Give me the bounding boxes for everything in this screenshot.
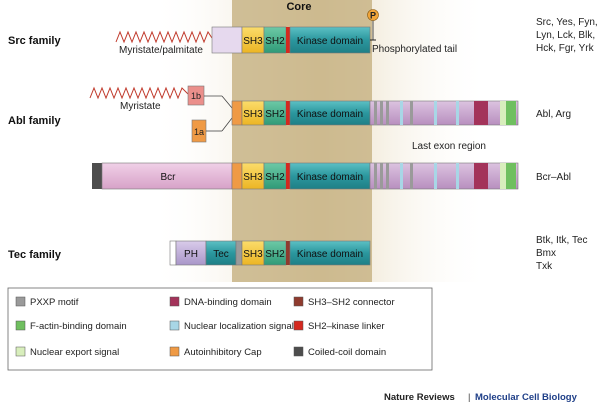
abl-kinase-label: Kinase domain [297, 109, 363, 120]
tec-sh2-kinase-linker [286, 241, 290, 265]
abl-sh2-label: SH2 [265, 109, 285, 120]
tec-homology-domain [205, 240, 237, 266]
legend-label-sh3-sh2-connector: SH3–SH2 connector [308, 297, 395, 308]
tec-domain-label: Tec [213, 249, 229, 260]
family-label-abl: Abl family [8, 115, 61, 127]
tec-sh3-label: SH3 [243, 249, 263, 260]
legend-swatch-nls [169, 320, 180, 331]
legend-swatch-cap [169, 346, 180, 357]
tec-pxxp-motif [235, 240, 243, 266]
abl-last-exon-region [369, 100, 519, 126]
src-sh3-label: SH3 [243, 36, 263, 47]
abl-sh3-label: SH3 [243, 109, 263, 120]
legend-swatch-sh3-sh2-connector [293, 296, 304, 307]
tec-members-2: Bmx [536, 248, 556, 259]
last-exon-region-label: Last exon region [412, 141, 486, 152]
src-members-3: Hck, Fgr, Yrk [536, 43, 595, 54]
src-lipid-label: Myristate/palmitate [119, 45, 203, 56]
ph-domain-label: PH [184, 249, 198, 260]
credit-subject: Molecular Cell Biology [475, 392, 578, 403]
src-kinase-domain [289, 26, 371, 54]
bcrabl-kinase-label: Kinase domain [297, 172, 363, 183]
src-members-2: Lyn, Lck, Blk, [536, 30, 595, 41]
src-kinase-label: Kinase domain [297, 36, 363, 47]
isoform-1b-label: 1b [191, 91, 201, 101]
src-members-1: Src, Yes, Fyn, [536, 17, 598, 28]
bcrabl-sh3-label: SH3 [243, 172, 263, 183]
legend-swatch-sh2-kinase-linker [293, 320, 304, 331]
bcrabl-sh2-kinase-linker [286, 163, 290, 189]
abl-isoform-1b-box [187, 85, 205, 106]
abl-sh2-kinase-linker [286, 101, 290, 125]
core-label: Core [286, 1, 311, 13]
family-label-tec: Tec family [8, 249, 62, 261]
phospho-symbol: P [370, 11, 376, 21]
bcrabl-sh2-label: SH2 [265, 172, 285, 183]
legend-swatch-dna-binding [169, 296, 180, 307]
tec-kinase-domain [289, 240, 371, 266]
legend-label-nes: Nuclear export signal [30, 347, 119, 358]
legend-label-nls: Nuclear localization signal [184, 321, 294, 332]
legend-swatch-nes [15, 346, 26, 357]
phospho-circle-icon [367, 9, 379, 21]
phosphorylated-tail-label: Phosphorylated tail [372, 44, 457, 55]
src-sh2-kinase-linker [286, 27, 290, 53]
bcrabl-cap-region [231, 162, 243, 190]
tec-kinase-label: Kinase domain [297, 249, 363, 260]
legend-items: PXXP motif DNA-binding domain SH3–SH2 co… [15, 296, 395, 358]
abl-members: Abl, Arg [536, 109, 571, 120]
legend-label-pxxp: PXXP motif [30, 297, 79, 308]
bcrabl-last-exon-region [369, 162, 519, 190]
tec-members-1: Btk, Itk, Tec [536, 235, 588, 246]
legend-label-coiled-coil: Coiled-coil domain [308, 347, 386, 358]
abl-tail-motifs [374, 101, 516, 125]
legend-label-sh2-kinase-linker: SH2–kinase linker [308, 321, 385, 332]
legend-swatch-coiled-coil [293, 346, 304, 357]
tec-sh2-label: SH2 [265, 249, 285, 260]
credit-journal: Nature Reviews [384, 392, 455, 403]
legend-label-cap: Autoinhibitory Cap [184, 347, 262, 358]
src-unique-region [211, 26, 243, 54]
bcrabl-tail-motifs [374, 163, 516, 189]
src-lipid-zigzag [115, 30, 213, 44]
bcr-coiled-coil-domain [92, 163, 102, 189]
credit-separator: | [468, 392, 471, 403]
tec-n-terminus [169, 240, 177, 266]
abl-lipid-label: Myristate [120, 101, 161, 112]
abl-cap-region [231, 100, 243, 126]
abl-lipid-zigzag [89, 86, 189, 100]
legend-swatch-f-actin [15, 320, 26, 331]
legend-swatch-pxxp [15, 296, 26, 307]
family-label-src: Src family [8, 35, 61, 47]
bcr-domain [101, 162, 233, 190]
bcr-domain-label: Bcr [161, 172, 177, 183]
legend-box [7, 287, 433, 371]
legend-label-f-actin: F-actin-binding domain [30, 321, 127, 332]
isoform-1a-label: 1a [194, 127, 204, 137]
abl-kinase-domain [289, 100, 371, 126]
tec-members-3: Txk [536, 261, 553, 272]
bcrabl-members: Bcr–Abl [536, 172, 571, 183]
isoform-1a-connector-2 [221, 117, 233, 132]
src-sh2-label: SH2 [265, 36, 285, 47]
legend-label-dna-binding: DNA-binding domain [184, 297, 272, 308]
bcrabl-kinase-domain [289, 162, 371, 190]
isoform-1b-connector-2 [221, 95, 233, 109]
